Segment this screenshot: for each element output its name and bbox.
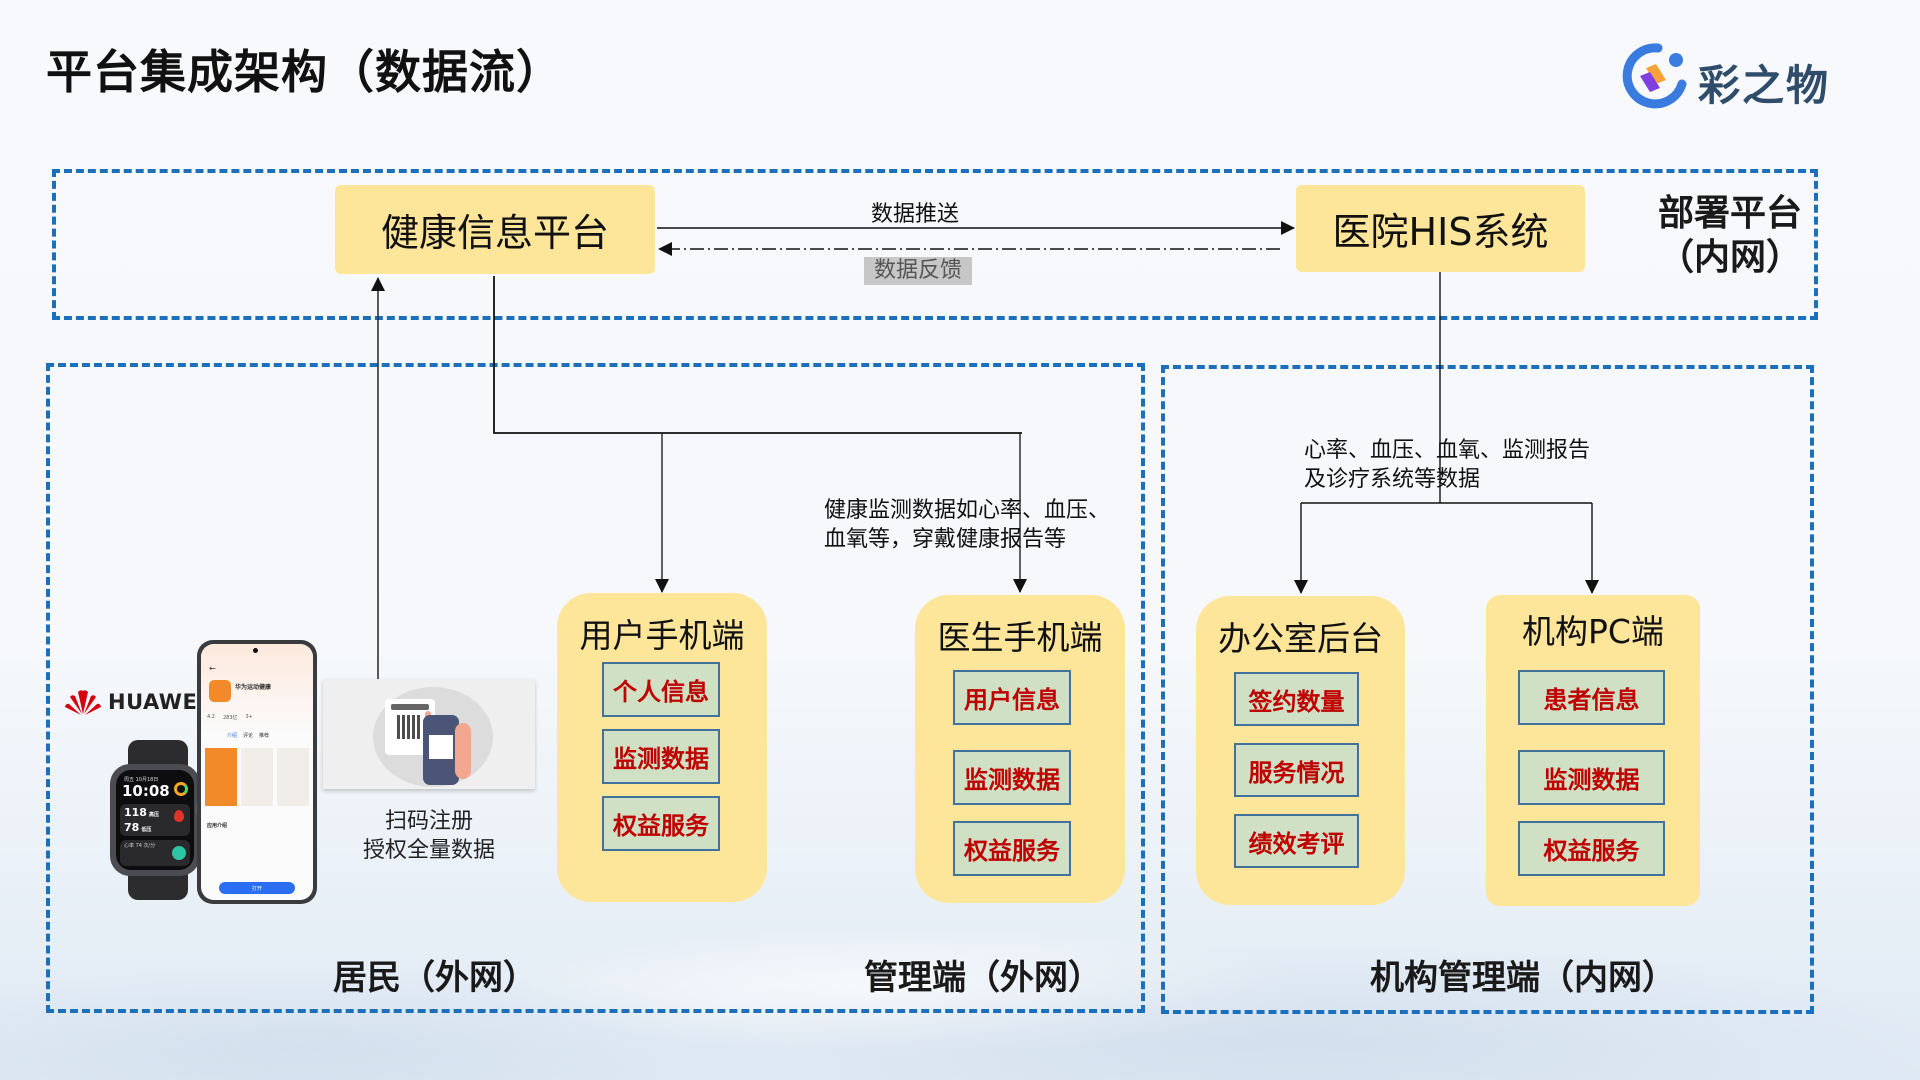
office-backend-title: 办公室后台 (1218, 619, 1383, 658)
scan-caption: 扫码注册 授权全量数据 (323, 807, 535, 865)
institution-zone-border (1161, 365, 1814, 1014)
institution-edge-note-line2: 及诊疗系统等数据 (1304, 467, 1481, 492)
feature-monitoring-data[interactable]: 监测数据 (602, 729, 720, 784)
smartphone-image: ← 华为运动健康 4.2 283亿 3+ 介绍 评论 推荐 应用介绍 打开 (197, 640, 317, 904)
management-edge-note-line1: 健康监测数据如心率、血压、 (824, 498, 1111, 523)
user-mobile-card[interactable]: 用户手机端 个人信息 监测数据 权益服务 (557, 593, 767, 902)
institution-edge-note: 心率、血压、血氧、监测报告 及诊疗系统等数据 (1304, 436, 1590, 494)
caizhiwu-logo-icon (1622, 43, 1687, 109)
feature-benefit-services[interactable]: 权益服务 (602, 796, 720, 851)
institution-pc-title: 机构PC端 (1522, 612, 1664, 651)
feature-performance-review[interactable]: 绩效考评 (1234, 814, 1359, 868)
feature-service-status[interactable]: 服务情况 (1234, 743, 1359, 797)
heart-icon (172, 846, 186, 860)
qr-scan-illustration (323, 679, 535, 789)
feedback-label: 数据反馈 (864, 257, 973, 285)
health-app-icon (209, 680, 231, 702)
hospital-his-box[interactable]: 医院HIS系统 (1296, 185, 1585, 272)
feature-personal-info[interactable]: 个人信息 (602, 662, 720, 717)
deploy-zone-label: 部署平台 （内网） (1650, 192, 1810, 280)
app-tabs: 介绍 评论 推荐 (227, 733, 270, 739)
hospital-his-label: 医院HIS系统 (1332, 210, 1549, 254)
scan-caption-line1: 扫码注册 (384, 809, 473, 834)
app-name: 华为运动健康 (235, 684, 272, 691)
institution-pc-card[interactable]: 机构PC端 患者信息 监测数据 权益服务 (1486, 595, 1700, 906)
watch-time: 10:08 (122, 782, 170, 800)
feature-patient-info[interactable]: 患者信息 (1518, 670, 1665, 725)
management-zone-label: 管理端（外网） (864, 958, 1102, 998)
page-title: 平台集成架构（数据流） (46, 45, 563, 99)
management-edge-note-line2: 血氧等，穿戴健康报告等 (824, 527, 1067, 552)
app-section-title: 应用介绍 (207, 823, 228, 829)
doctor-mobile-card[interactable]: 医生手机端 用户信息 监测数据 权益服务 (915, 595, 1125, 903)
deploy-zone-label-line1: 部署平台 (1657, 193, 1802, 234)
user-mobile-title: 用户手机端 (579, 616, 745, 655)
health-info-platform-box[interactable]: 健康信息平台 (335, 185, 655, 274)
brand-name: 彩之物 (1698, 61, 1831, 110)
resident-zone-label: 居民（外网） (333, 958, 537, 998)
feature-monitoring-data[interactable]: 监测数据 (1518, 750, 1665, 805)
app-screenshot-3 (277, 748, 309, 806)
doctor-mobile-title: 医生手机端 (937, 618, 1103, 657)
watch-heart-rate: 心率 74 次/分 (124, 843, 156, 849)
qr-code-icon (397, 715, 421, 739)
feature-benefit-services[interactable]: 权益服务 (1518, 821, 1665, 876)
app-screenshot-2 (241, 748, 273, 806)
office-backend-card[interactable]: 办公室后台 签约数量 服务情况 绩效考评 (1196, 596, 1405, 905)
health-info-platform-label: 健康信息平台 (380, 211, 609, 255)
feature-user-info[interactable]: 用户信息 (953, 670, 1071, 725)
scanning-phone-icon (423, 715, 459, 785)
push-label: 数据推送 (871, 202, 960, 227)
app-screenshot-1 (205, 748, 237, 806)
huawei-petal-icon (65, 690, 101, 715)
back-arrow-icon: ← (209, 664, 216, 673)
institution-zone-label: 机构管理端（内网） (1370, 958, 1676, 998)
scan-caption-line2: 授权全量数据 (362, 838, 495, 863)
blood-drop-icon (174, 810, 184, 822)
huawei-wordmark: HUAWEI (108, 690, 206, 714)
open-app-button[interactable]: 打开 (219, 882, 295, 894)
management-edge-note: 健康监测数据如心率、血压、 血氧等，穿戴健康报告等 (824, 496, 1110, 554)
institution-edge-note-line1: 心率、血压、血氧、监测报告 (1304, 438, 1591, 463)
activity-ring-icon (174, 782, 188, 796)
feature-monitoring-data[interactable]: 监测数据 (953, 750, 1071, 805)
feature-benefit-services[interactable]: 权益服务 (953, 821, 1071, 876)
feature-contract-count[interactable]: 签约数量 (1234, 672, 1359, 726)
watch-date: 周五 10月18日 (124, 777, 159, 783)
app-stats: 4.2 283亿 3+ (207, 714, 253, 721)
brand-logo: 彩之物 (1620, 40, 1840, 110)
deploy-zone-label-line2: （内网） (1657, 237, 1802, 278)
huawei-logo: HUAWEI (64, 688, 206, 716)
